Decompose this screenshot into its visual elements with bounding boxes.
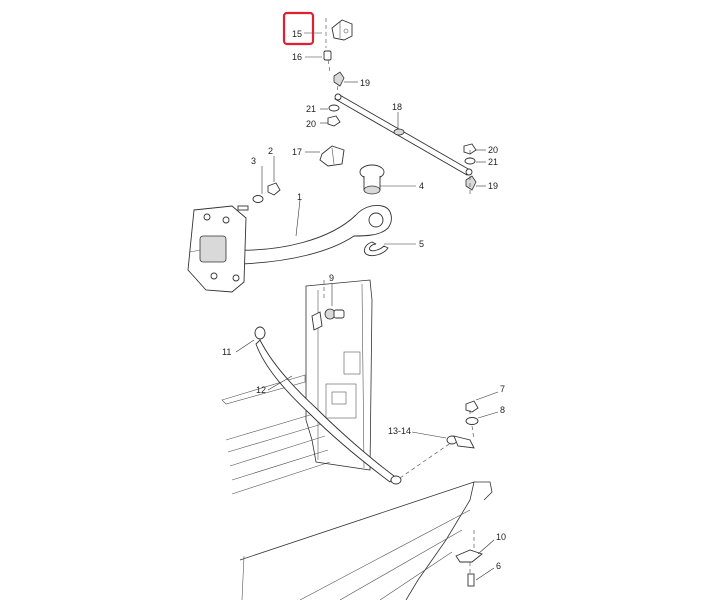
part-5-clip[interactable]	[363, 241, 389, 257]
part-21-right-washer[interactable]	[464, 157, 476, 165]
label-7[interactable]: 7	[500, 384, 505, 394]
part-1-hinge-arm[interactable]	[187, 205, 392, 293]
label-10[interactable]: 10	[496, 532, 506, 542]
label-21-right[interactable]: 21	[488, 157, 498, 167]
part-2-nut[interactable]	[267, 182, 281, 196]
label-11[interactable]: 11	[222, 347, 231, 357]
label-21-upper[interactable]: 21	[306, 104, 316, 114]
label-4[interactable]: 4	[419, 181, 424, 191]
leader-lines	[235, 32, 499, 581]
label-20-right[interactable]: 20	[488, 145, 498, 155]
part-labels: 15 16 19 21 20 18 17 3 2 4 1 5 20 21 19 …	[222, 29, 506, 571]
part-19-upper-fastener[interactable]	[333, 71, 345, 87]
label-19-right[interactable]: 19	[488, 181, 498, 191]
part-7-nut[interactable]	[465, 400, 479, 413]
part-11-cable-end[interactable]	[254, 326, 266, 340]
label-12[interactable]: 12	[256, 385, 266, 395]
label-2[interactable]: 2	[268, 146, 273, 156]
label-3[interactable]: 3	[251, 156, 256, 166]
part-10-bracket[interactable]	[455, 549, 483, 563]
part-6-bolt[interactable]	[467, 573, 475, 587]
part-9-stud[interactable]	[311, 308, 345, 331]
part-18-rod[interactable]	[334, 93, 473, 176]
part-21-upper-washer[interactable]	[328, 104, 340, 112]
label-17[interactable]: 17	[292, 147, 302, 157]
floor-panel	[221, 374, 493, 600]
assembly-lines	[323, 18, 475, 574]
part-12-cable[interactable]	[255, 339, 402, 485]
label-5[interactable]: 5	[419, 239, 424, 249]
label-20-upper[interactable]: 20	[306, 119, 316, 129]
part-4-stopper[interactable]	[359, 164, 385, 195]
label-1[interactable]: 1	[297, 192, 302, 202]
part-8-washer[interactable]	[465, 417, 479, 425]
part-20-right-nut[interactable]	[463, 143, 477, 155]
part-20-upper-nut[interactable]	[327, 115, 341, 127]
highlight-box-part-15	[282, 11, 315, 46]
label-6[interactable]: 6	[496, 561, 501, 571]
label-16[interactable]: 16	[292, 52, 302, 62]
part-3-bolt[interactable]	[252, 195, 264, 203]
label-15[interactable]: 15	[292, 29, 302, 39]
part-13-14-plate[interactable]	[446, 435, 475, 449]
part-16-bolt[interactable]	[323, 50, 332, 61]
part-15-bracket[interactable]	[331, 19, 353, 41]
label-19-upper[interactable]: 19	[360, 78, 370, 88]
label-18[interactable]: 18	[392, 102, 402, 112]
label-8[interactable]: 8	[500, 405, 505, 415]
part-17-bracket[interactable]	[319, 145, 345, 167]
label-13-14[interactable]: 13-14	[388, 426, 411, 436]
label-9[interactable]: 9	[329, 273, 334, 283]
part-19-right-fastener[interactable]	[465, 175, 477, 191]
